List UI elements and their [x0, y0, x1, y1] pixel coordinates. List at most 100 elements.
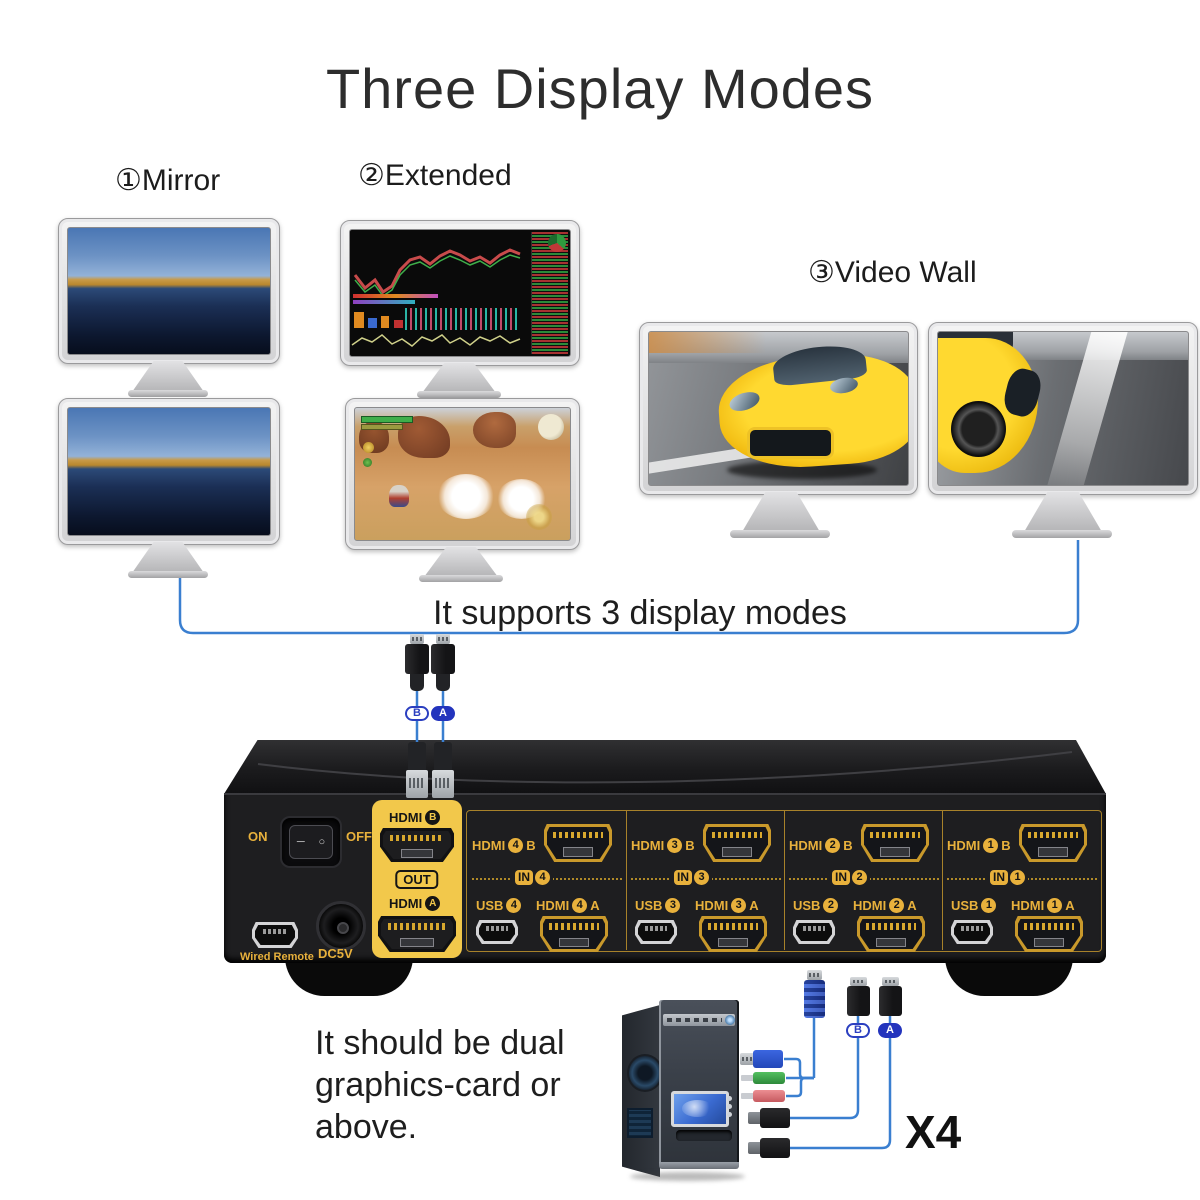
usb-a-plug-tip [740, 1053, 754, 1065]
monitor-stand-base [128, 571, 208, 578]
cable-label-b: B [405, 706, 429, 721]
hdmi-plug-a [431, 644, 455, 674]
dc-power-jack[interactable] [316, 901, 366, 951]
usb-2-port[interactable] [793, 920, 835, 944]
car-wheel [950, 400, 1006, 458]
hdmi-1b-port[interactable] [1019, 824, 1087, 862]
rocker: ─○ [289, 825, 333, 859]
hdmi-plug-b [405, 644, 429, 674]
device-top-surface [224, 740, 1106, 794]
monitor-stand-base [730, 530, 830, 538]
game-moon [538, 414, 564, 440]
usb-4-port[interactable] [476, 920, 518, 944]
mirror-mode-label: ①Mirror [115, 164, 221, 197]
x4-multiplier: X4 [905, 1106, 962, 1158]
usb-a-plug [753, 1050, 783, 1068]
wired-remote-port[interactable] [252, 922, 298, 948]
hdmi-plug-to-pc-1 [760, 1108, 790, 1128]
tower-front-ports [663, 1014, 735, 1026]
video-wall-monitor-left [639, 322, 918, 495]
hdmi-plug-tip [436, 634, 450, 644]
game-character [389, 484, 409, 507]
mirror-monitor-top [58, 218, 280, 364]
lake-image [67, 227, 271, 355]
car-image-left [648, 331, 909, 486]
cable-label-a: A [431, 706, 455, 721]
stock-quote-column [531, 232, 568, 354]
tower-vent [627, 1108, 653, 1138]
usb-b-plug-tip [807, 970, 822, 980]
hdmi-plug-to-pc-2 [760, 1138, 790, 1158]
usb-3-port[interactable] [635, 920, 677, 944]
power-on-label: ON [248, 829, 268, 844]
stock-volume-bars [405, 308, 520, 330]
graphics-card-note: It should be dual graphics-card or above… [315, 1024, 565, 1146]
car-image-right [937, 331, 1189, 486]
monitor-stand-base [419, 575, 503, 582]
video-wall-mode-label: ③Video Wall [808, 256, 977, 289]
audio-jack-pink [753, 1090, 785, 1102]
monitor-stand-base [128, 390, 208, 397]
plugged-connector-a [434, 742, 452, 772]
monitor-stand-base [417, 391, 501, 398]
power-switch[interactable]: ─○ [280, 816, 342, 868]
page-title: Three Display Modes [325, 57, 875, 120]
hdmi-2b-port[interactable] [861, 824, 929, 862]
stock-pie-chart [548, 234, 566, 252]
support-note: It supports 3 display modes [433, 594, 847, 632]
video-wall-monitor-right [928, 322, 1198, 495]
mirror-monitor-bottom [58, 398, 280, 545]
power-off-label: OFF [346, 829, 372, 844]
stock-chart-image [349, 229, 571, 357]
audio-jack-tip [741, 1075, 754, 1081]
usb-1-port[interactable] [951, 920, 993, 944]
extended-mode-label: ②Extended [358, 159, 512, 192]
hdmi-1a-port[interactable] [1015, 916, 1083, 952]
monitor-stand-base [1012, 530, 1112, 538]
hdmi-out-a-port[interactable] [378, 916, 456, 952]
hdmi-4b-port[interactable] [544, 824, 612, 862]
wired-remote-label: Wired Remote [240, 951, 314, 963]
stock-strip [353, 300, 415, 304]
usb-b-plug [804, 980, 825, 1018]
plugged-connector-b [408, 742, 426, 772]
hdmi-3b-port[interactable] [703, 824, 771, 862]
hdmi-plug-tip [410, 634, 424, 644]
tower-power-button[interactable] [725, 1015, 735, 1025]
audio-jack-tip [741, 1093, 754, 1099]
cable-label-b-bottom: B [846, 1023, 870, 1038]
hdmi-out-b-port[interactable] [380, 828, 454, 862]
dc5v-label: DC5V [318, 946, 353, 961]
hdmi-3a-port[interactable] [699, 916, 767, 952]
game-healthbar [361, 416, 413, 423]
hdmi-2a-port[interactable] [857, 916, 925, 952]
tower-drive-bay [676, 1130, 732, 1141]
hdmi-4a-port[interactable] [540, 916, 608, 952]
cable-label-a-bottom: A [878, 1023, 902, 1038]
hdmi-plug-b-bottom [847, 986, 870, 1016]
mic-jack-green [753, 1072, 785, 1084]
out-label: OUT [395, 870, 439, 889]
